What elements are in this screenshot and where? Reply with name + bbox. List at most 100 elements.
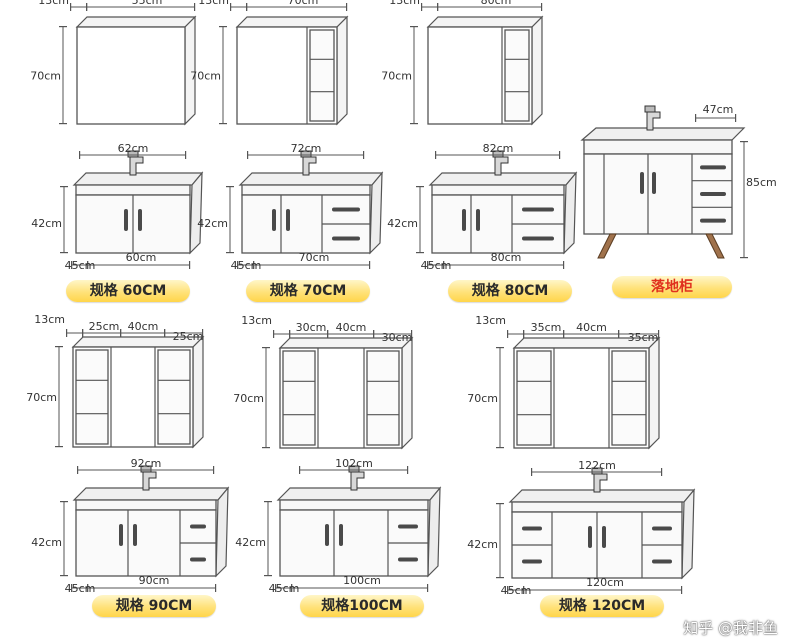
top-width-text: 62cm [118, 142, 149, 155]
door-handle [462, 209, 466, 231]
drawer-handle [398, 557, 418, 562]
cabinet-drawings [55, 3, 748, 594]
mirror-cabinet-front [76, 26, 186, 125]
top-width-text: 72cm [291, 142, 322, 155]
depth-text: 13cm [34, 313, 65, 326]
mirror-width-text: 40cm [576, 321, 607, 334]
depth-text: 13cm [241, 314, 272, 327]
top-width-text: 102cm [335, 457, 373, 470]
basin-lip [583, 139, 733, 155]
cabinet-leg [705, 233, 725, 259]
mirror-top-edge [75, 16, 197, 28]
drawer-handle [332, 207, 360, 212]
door-handle [588, 526, 592, 548]
width-text: 80cm [481, 0, 512, 7]
cabinet-height-text: 42cm [31, 217, 62, 230]
mirror-side-edge [336, 15, 348, 126]
cabinet-depth-text: 45cm [231, 259, 262, 272]
mirror-width-text: 40cm [128, 320, 159, 333]
left-shelf [75, 349, 109, 445]
cabinet-width-text: 60cm [126, 251, 157, 264]
cabinet-width-text: 70cm [299, 251, 330, 264]
door-handle [602, 526, 606, 548]
door-handle [133, 524, 137, 546]
countertop [508, 489, 696, 503]
drawer-handle [332, 236, 360, 241]
left-width-text: 30cm [296, 321, 327, 334]
top-width-text: 122cm [578, 459, 616, 472]
countertop [276, 487, 442, 501]
door-handle [272, 209, 276, 231]
cabinet-depth-text: 45cm [269, 582, 300, 595]
faucet-icon [646, 111, 661, 131]
spec-label-100: 规格100CM [300, 595, 424, 617]
drawer-handle [190, 524, 206, 529]
drawer-handle [652, 559, 672, 564]
cabinet-depth-text: 45cm [65, 259, 96, 272]
cabinet-side [681, 488, 695, 580]
right-width-text: 25cm [173, 330, 204, 343]
faucet-icon [302, 156, 317, 176]
right-shelf [366, 350, 400, 446]
cabinet-height-text: 42cm [197, 217, 228, 230]
height-text: 70cm [190, 70, 221, 83]
cabinet-depth-text: 45cm [501, 584, 532, 597]
depth-text: 13cm [389, 0, 420, 7]
cabinet-depth-text: 45cm [421, 259, 452, 272]
door-handle [476, 209, 480, 231]
height-text: 70cm [467, 392, 498, 405]
cabinet-side [563, 171, 577, 255]
depth-text: 13cm [38, 0, 69, 7]
left-width-text: 25cm [89, 320, 120, 333]
right-shelf [611, 350, 647, 446]
cabinet-height-text: 42cm [31, 536, 62, 549]
floor-depth-text: 47cm [703, 103, 734, 116]
spec-label-120: 规格 120CM [540, 595, 664, 617]
basin-lip [241, 184, 371, 196]
mirror-top-edge [426, 16, 544, 28]
depth-text: 13cm [198, 0, 229, 7]
left-shelf [516, 350, 552, 446]
basin-lip [75, 184, 191, 196]
faucet-icon [129, 156, 144, 176]
basin-lip [511, 501, 683, 513]
zhihu-watermark: 知乎 @我非鱼 [683, 619, 778, 637]
spec-label-60: 规格 60CM [66, 280, 190, 302]
spec-label-90: 规格 90CM [92, 595, 216, 617]
countertop [580, 127, 746, 141]
countertop [428, 172, 578, 186]
left-shelf [282, 350, 316, 446]
floor-cabinet-label: 落地柜 [612, 276, 732, 298]
basin-lip [431, 184, 565, 196]
drawer-handle [190, 557, 206, 562]
door-handle [652, 172, 656, 194]
faucet-icon [593, 473, 608, 493]
drawer-handle [398, 524, 418, 529]
mirror-side-edge [192, 335, 204, 449]
drawer-handle [522, 207, 554, 212]
faucet-icon [142, 471, 157, 491]
drawer-handle [652, 526, 672, 531]
door-handle [119, 524, 123, 546]
spec-label-70: 规格 70CM [246, 280, 370, 302]
door-handle [138, 209, 142, 231]
cabinet-height-text: 42cm [387, 217, 418, 230]
cabinet-height-text: 42cm [467, 538, 498, 551]
drawer-handle [522, 236, 554, 241]
mirror-top-edge [235, 16, 349, 28]
top-width-text: 82cm [483, 142, 514, 155]
cabinet-height-text: 42cm [235, 536, 266, 549]
right-shelf [157, 349, 191, 445]
width-text: 70cm [288, 0, 319, 7]
countertop [238, 172, 384, 186]
mirror-width-text: 40cm [336, 321, 367, 334]
basin-lip [75, 499, 217, 511]
height-text: 70cm [30, 70, 61, 83]
cabinet-body [75, 509, 217, 577]
countertop [72, 172, 204, 186]
floor-height-text: 85cm [746, 176, 777, 189]
drawer-handle [700, 192, 726, 196]
depth-text: 13cm [475, 314, 506, 327]
